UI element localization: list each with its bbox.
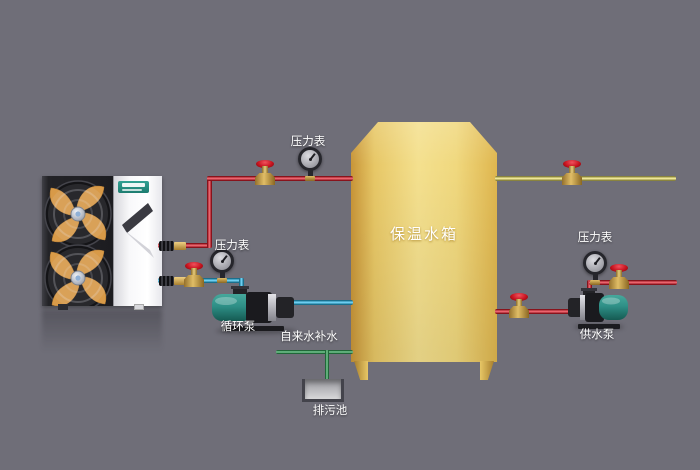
gauge-stem <box>308 170 313 177</box>
fan-top <box>45 181 111 247</box>
fitting-brass-nut <box>174 242 186 250</box>
brand-badge-text-line <box>122 189 142 191</box>
valve-supply-out <box>608 264 630 290</box>
pipe-hot-riser <box>207 176 212 248</box>
gauge-nut <box>305 176 315 181</box>
pump-band <box>580 295 587 320</box>
pressure-gauge-label: 压力表 <box>290 136 326 148</box>
pressure-gauge-label: 压力表 <box>214 240 250 252</box>
supply-pump <box>568 288 628 329</box>
pipe-makeup-water <box>276 350 353 354</box>
gauge-pin <box>221 260 224 263</box>
pressure-gauge-supply <box>580 251 610 287</box>
valve-body <box>609 277 629 289</box>
tank-leg <box>354 361 368 380</box>
pump-motor <box>599 295 628 320</box>
pump-nose <box>276 297 294 318</box>
fan-bottom <box>45 245 111 306</box>
tank-leg <box>480 361 494 380</box>
heat-pump-foot <box>134 304 144 310</box>
drain-basin <box>302 379 344 402</box>
pump-band <box>268 294 276 321</box>
valve-body <box>509 306 529 318</box>
pipe-tank-to-supply-pump <box>495 309 576 314</box>
circulation-pump <box>212 286 294 331</box>
valve-handle <box>185 262 203 270</box>
heat-pump-panel <box>113 176 162 306</box>
pump-base <box>578 324 620 329</box>
heat-pump-foot <box>58 304 68 310</box>
brand-badge <box>118 181 149 193</box>
heat-pump-unit <box>42 176 162 310</box>
valve-handle <box>563 160 581 168</box>
valve-stem <box>191 268 197 276</box>
pipe-hot-water-outlet <box>495 176 676 181</box>
valve-body <box>562 173 582 185</box>
pump-motor <box>212 294 255 321</box>
pressure-gauge-return <box>207 249 237 285</box>
chevron-logo-icon <box>122 203 154 258</box>
pipe-hot-top <box>207 176 353 181</box>
valve-handle <box>256 160 274 168</box>
pressure-gauge-top <box>295 147 325 183</box>
gauge-stem <box>593 274 598 281</box>
tank-label: 保温水箱 <box>389 226 458 243</box>
pump-head <box>246 292 272 323</box>
fan-icon <box>42 176 113 306</box>
hot-pipe-fitting <box>159 241 186 251</box>
storage-tank: 保温水箱 <box>351 122 497 362</box>
gauge-dial <box>210 249 234 273</box>
valve-body <box>255 173 275 185</box>
gauge-nut <box>217 278 227 283</box>
gauge-nut <box>590 280 600 285</box>
gauge-dial <box>583 251 607 275</box>
gauge-pin <box>309 158 312 161</box>
gauge-pin <box>594 262 597 265</box>
valve-cold-return <box>183 262 205 288</box>
gauge-stem <box>220 272 225 279</box>
gauge-dial <box>298 147 322 171</box>
circulation-pump-label: 循环泵 <box>220 321 256 333</box>
valve-handle <box>610 264 628 272</box>
pipe-pump-to-tank <box>288 300 353 305</box>
tap-water-makeup-label: 自来水补水 <box>280 331 338 343</box>
valve-stem <box>616 270 622 278</box>
valve-stem <box>262 166 268 174</box>
pump-base <box>222 326 284 331</box>
valve-stem <box>516 299 522 307</box>
pipe-supply-out <box>589 280 677 285</box>
valve-body <box>184 275 204 287</box>
pipe-drain-drop <box>325 350 329 395</box>
heat-pump-reflection <box>42 310 162 352</box>
drain-pool-label: 排污池 <box>312 405 348 417</box>
pump-head <box>585 293 604 322</box>
pressure-gauge-label: 压力表 <box>577 232 613 244</box>
valve-supply-in <box>508 293 530 319</box>
fitting-nut <box>159 241 174 251</box>
pump-nose <box>568 298 583 317</box>
fitting-brass-nut <box>174 277 186 285</box>
valve-outlet <box>561 160 583 186</box>
supply-pump-label: 供水泵 <box>579 329 615 341</box>
heat-pump-fan-section <box>42 176 113 306</box>
cold-pipe-fitting <box>159 276 186 286</box>
brand-badge-text-line <box>122 183 145 187</box>
valve-handle <box>510 293 528 301</box>
pipe-cold-drop <box>239 278 244 292</box>
fitting-nut <box>159 276 174 286</box>
valve-hot-top <box>254 160 276 186</box>
valve-stem <box>569 166 575 174</box>
